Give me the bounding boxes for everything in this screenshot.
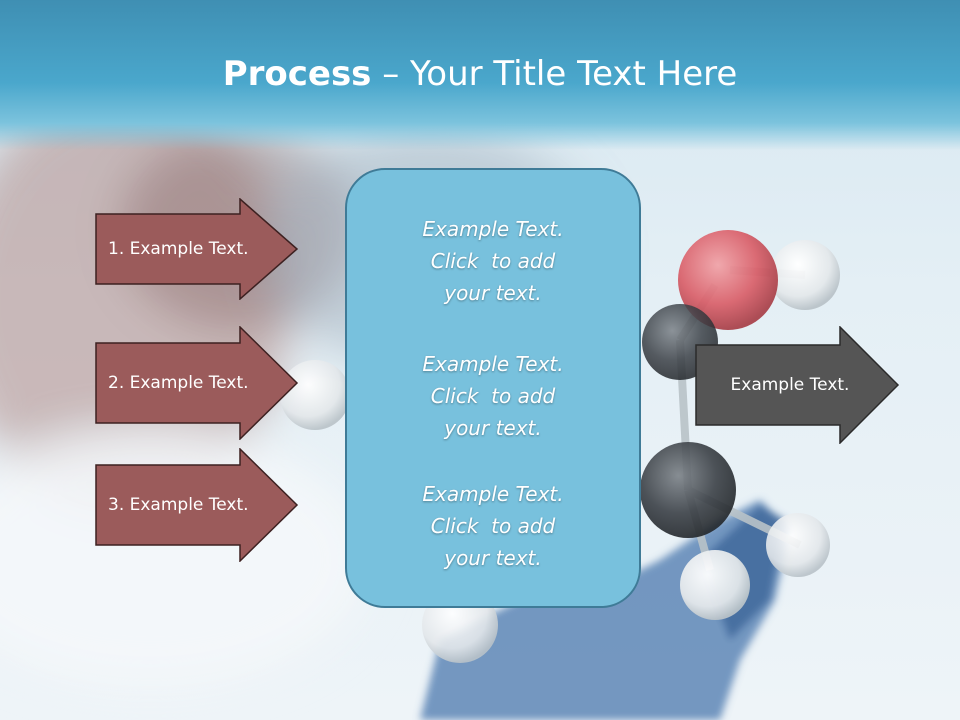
- title-band: [0, 0, 960, 150]
- center-text-line: Click to add: [430, 384, 556, 408]
- title-rest: – Your Title Text Here: [371, 54, 738, 94]
- center-text-line: Click to add: [430, 249, 556, 273]
- center-text-line: Example Text.: [422, 482, 564, 506]
- left-arrow-1[interactable]: 1. Example Text.: [95, 198, 300, 300]
- left-arrow-2[interactable]: 2. Example Text.: [95, 326, 300, 440]
- left-arrow-label: 3. Example Text.: [108, 495, 249, 515]
- left-arrow-3[interactable]: 3. Example Text.: [95, 448, 300, 562]
- center-text-box[interactable]: Example Text. Click to add your text. Ex…: [345, 168, 641, 608]
- center-text-block-2[interactable]: Example Text. Click to add your text.: [347, 348, 639, 444]
- center-text-line: Click to add: [430, 514, 556, 538]
- center-text-line: your text.: [444, 416, 542, 440]
- title-bold: Process: [222, 54, 372, 94]
- center-text-line: your text.: [444, 546, 542, 570]
- center-text-line: Example Text.: [422, 352, 564, 376]
- arrow-right-shape: [95, 198, 299, 300]
- center-text-block-3[interactable]: Example Text. Click to add your text.: [347, 478, 639, 574]
- right-arrow-label: Example Text.: [730, 375, 850, 395]
- slide-title: Process – Your Title Text Here: [0, 52, 960, 96]
- center-text-line: Example Text.: [422, 217, 564, 241]
- arrow-right-shape: [95, 448, 299, 562]
- left-arrow-label: 1. Example Text.: [108, 239, 249, 259]
- center-text-line: your text.: [444, 281, 542, 305]
- arrow-right-shape: [95, 326, 299, 440]
- arrow-right-shape: [695, 326, 900, 444]
- right-arrow[interactable]: Example Text.: [695, 326, 900, 444]
- center-text-block-1[interactable]: Example Text. Click to add your text.: [347, 213, 639, 309]
- left-arrow-label: 2. Example Text.: [108, 373, 249, 393]
